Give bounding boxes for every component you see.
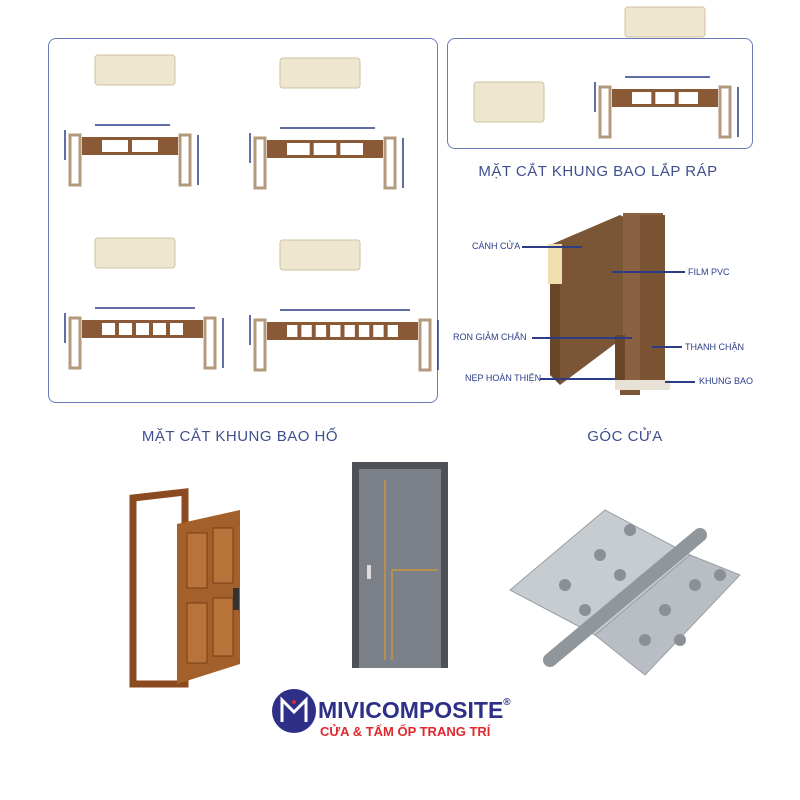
frame-profile-leg	[178, 133, 192, 187]
label-frame: KHUNG BAO	[699, 376, 754, 386]
frame-profile-3d	[624, 6, 706, 38]
frame-assembled-panel	[447, 38, 753, 149]
label-seal: RON GIẢM CHẤN	[453, 332, 527, 342]
frame-recessed-caption: MẶT CẮT KHUNG BAO HỐ	[141, 428, 339, 445]
frame-profile-cell	[678, 92, 698, 104]
frame-profile-leg	[253, 136, 267, 190]
frame-profile-cell	[287, 325, 298, 337]
frame-recessed-panel	[48, 38, 438, 403]
frame-profile-leg	[203, 316, 217, 370]
frame-profile-cell	[119, 323, 132, 335]
frame-profile-cell	[132, 140, 158, 152]
frame-profile-cell	[315, 325, 327, 337]
frame-profile-cell	[102, 140, 128, 152]
label-door-leaf: CÁNH CỬA	[472, 241, 521, 251]
frame-profile-leg	[598, 85, 612, 139]
wood-door-image	[129, 488, 240, 688]
frame-profile-cell	[632, 92, 652, 104]
door-corner-caption: GÓC CỬA	[587, 428, 663, 445]
frame-assembled-caption: MẶT CẮT KHUNG BAO LẮP RÁP	[478, 163, 718, 180]
frame-profile-3d	[94, 54, 176, 86]
frame-profile-cell	[301, 325, 312, 337]
frame-profile-leg	[68, 316, 82, 370]
frame-profile-cell	[373, 325, 384, 337]
frame-profile-cell	[358, 325, 370, 337]
frame-assembled-3d	[473, 81, 545, 123]
frame-profile-cell	[330, 325, 341, 337]
grey-door-image	[352, 462, 448, 668]
label-film-pvc: FILM PVC	[688, 267, 730, 277]
label-trim: NẸP HOÀN THIỆN	[465, 373, 542, 383]
frame-profile-cell	[387, 325, 398, 337]
door-corner-image	[548, 213, 670, 395]
brand-name: MIVICOMPOSITE®	[318, 697, 511, 723]
hinge-image	[509, 509, 741, 676]
frame-profile-leg	[253, 318, 267, 372]
frame-profile-leg	[718, 85, 732, 139]
frame-profile-3d	[279, 57, 361, 89]
frame-profile-cell	[313, 143, 337, 155]
frame-profile-cell	[287, 143, 310, 155]
brand-tagline: CỬA & TẤM ỐP TRANG TRÍ	[320, 724, 491, 739]
frame-profile-cell	[344, 325, 355, 337]
frame-profile-cell	[102, 323, 115, 335]
frame-profile-cell	[136, 323, 149, 335]
frame-profile-leg	[383, 136, 397, 190]
frame-profile-cell	[170, 323, 183, 335]
label-threshold: THANH CHẶN	[685, 342, 745, 352]
frame-profile-leg	[68, 133, 82, 187]
frame-profile-cell	[153, 323, 166, 335]
frame-profile-cell	[655, 92, 675, 104]
frame-profile-3d	[279, 239, 361, 271]
frame-profile-leg	[418, 318, 432, 372]
frame-profile-drawings	[64, 6, 739, 372]
frame-profile-3d	[94, 237, 176, 269]
brand-logo-icon	[272, 689, 316, 733]
frame-profile-cell	[340, 143, 363, 155]
